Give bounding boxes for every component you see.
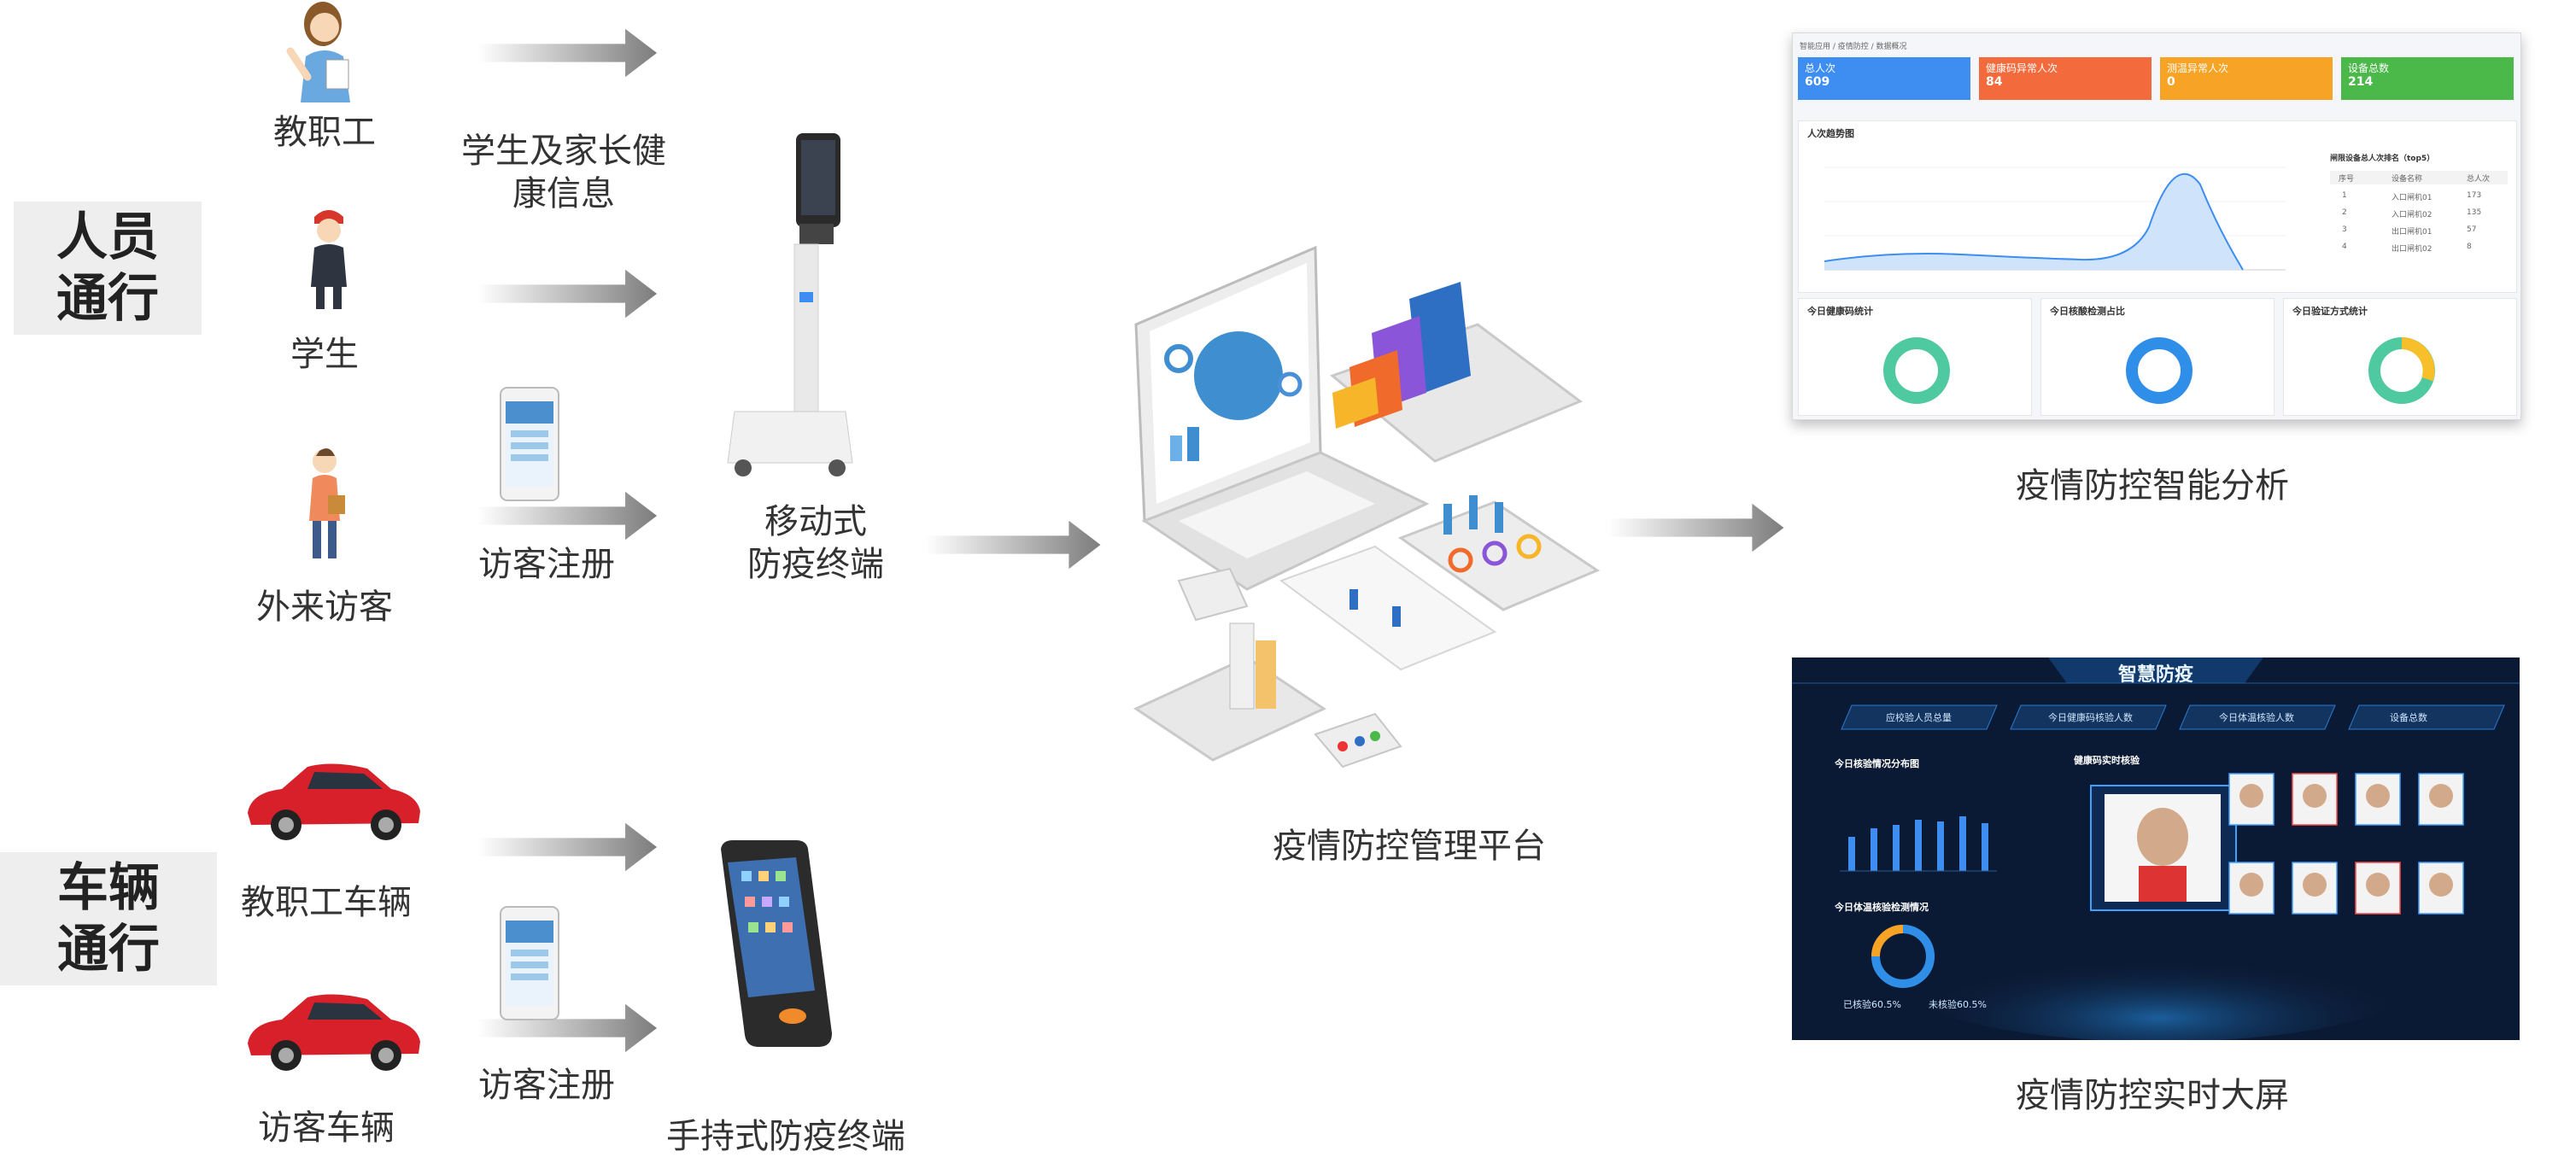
donut-title: 今日健康码统计 — [1807, 306, 1873, 317]
trend-chart — [1824, 167, 2286, 271]
legend-item: 未核验60.5% — [1929, 999, 1987, 1010]
arrow-to-outputs — [1608, 503, 1784, 552]
stat-label: 应校验人员总量 — [1886, 712, 1952, 723]
staff-person-icon — [286, 2, 350, 102]
staff-car-icon — [248, 763, 420, 840]
label-visitor-register-2: 访客注册 — [478, 1066, 615, 1105]
arrow-staff-car — [477, 822, 658, 872]
donut-title: 今日验证方式统计 — [2292, 306, 2368, 317]
label-visitor-car: 访客车辆 — [258, 1108, 395, 1148]
analysis-dashboard: 智能应用 / 疫情防控 / 数据概况 总人次 609 健康码异常人次 84 测温… — [1792, 32, 2521, 420]
stat-label: 今日体温核验人数 — [2219, 712, 2294, 723]
label-mobile-terminal: 移动式 防疫终端 — [747, 502, 884, 584]
top-title: 闸限设备总人次排名（top5） — [2330, 155, 2435, 163]
stat-label: 今日健康码核验人数 — [2048, 712, 2133, 723]
kpi-label: 测温异常人次 — [2167, 62, 2229, 74]
donut-chart — [2126, 337, 2193, 404]
cell-rank: 1 — [2342, 191, 2347, 200]
arrow-staff — [477, 28, 658, 78]
bigscreen-background — [1792, 658, 2520, 1040]
table-row: 3 出口闸机01 57 — [2330, 225, 2508, 237]
kpi-value: 214 — [2348, 75, 2374, 89]
platform-illustration — [1133, 245, 1601, 769]
cell-rank: 4 — [2342, 243, 2347, 251]
cell-count: 173 — [2467, 191, 2482, 200]
top-header-count: 总人次 — [2467, 175, 2491, 184]
cell-device: 出口闸机02 — [2392, 245, 2433, 254]
stat-label: 设备总数 — [2390, 712, 2427, 723]
label-handheld-terminal: 手持式防疫终端 — [666, 1117, 905, 1156]
cell-count: 8 — [2467, 243, 2472, 251]
table-row: 2 入口闸机02 135 — [2330, 208, 2508, 220]
cell-device: 出口闸机01 — [2392, 228, 2433, 237]
donut-title: 今日核酸检测占比 — [2050, 306, 2125, 317]
label-student: 学生 — [290, 335, 359, 374]
category-people-label: 人员 通行 — [56, 207, 159, 329]
label-bigscreen: 疫情防控实时大屏 — [2016, 1076, 2289, 1115]
cell-device: 入口闸机02 — [2392, 211, 2433, 219]
donut-chart — [2368, 337, 2435, 404]
kpi-label: 设备总数 — [2348, 62, 2390, 74]
donut-panel: 今日核酸检测占比 — [2040, 298, 2274, 416]
handheld-terminal-icon — [721, 840, 832, 1047]
visitor-car-icon — [248, 994, 420, 1071]
cell-count: 57 — [2467, 225, 2477, 234]
bigscreen-title: 智慧防疫 — [2117, 664, 2193, 686]
center-panel-title: 健康码实时核验 — [2074, 755, 2140, 766]
trend-title: 人次趋势图 — [1807, 128, 1854, 139]
arrow-to-platform — [925, 520, 1101, 570]
legend-item: 已核验60.5% — [1843, 999, 1901, 1010]
student-person-icon — [311, 210, 347, 309]
kpi-value: 609 — [1805, 75, 1830, 89]
visitor-person-icon — [309, 448, 345, 558]
left-panel-title-2: 今日体温核验检测情况 — [1835, 902, 1929, 913]
donut-panel: 今日验证方式统计 — [2283, 298, 2517, 416]
kpi-card: 总人次 609 — [1798, 57, 1970, 100]
donut-chart — [1883, 337, 1950, 404]
arrow-visitor — [477, 491, 658, 541]
label-platform: 疫情防控管理平台 — [1273, 827, 1546, 866]
realtime-bigscreen: 智慧防疫 应校验人员总量 今日健康码核验人数 今日体温核验人数 设备总数 今日核… — [1792, 658, 2520, 1040]
arrow-visitor-car — [477, 1003, 658, 1053]
kpi-label: 总人次 — [1805, 62, 1836, 74]
category-vehicles-label: 车辆 通行 — [57, 858, 160, 979]
mobile-terminal-icon — [727, 133, 853, 476]
table-row: 1 入口闸机01 173 — [2330, 191, 2508, 203]
arrow-student — [477, 269, 658, 319]
top-header-device: 设备名称 — [2392, 175, 2423, 184]
kpi-card: 测温异常人次 0 — [2160, 57, 2333, 100]
label-visitor: 外来访客 — [256, 587, 393, 627]
category-people: 人员 通行 — [14, 202, 202, 335]
category-vehicles: 车辆 通行 — [0, 852, 217, 985]
kpi-value: 84 — [1986, 75, 2003, 89]
phone-icon — [500, 906, 559, 1020]
top-header-rank: 序号 — [2339, 175, 2355, 184]
label-staff: 教职工 — [273, 113, 376, 152]
table-row: 4 出口闸机02 8 — [2330, 243, 2508, 254]
top-header: 序号 设备名称 总人次 — [2330, 171, 2508, 184]
label-health-info: 学生及家长健 康信息 — [461, 132, 666, 213]
label-analysis: 疫情防控智能分析 — [2016, 466, 2289, 506]
cell-rank: 2 — [2342, 208, 2347, 217]
kpi-label: 健康码异常人次 — [1986, 62, 2058, 74]
label-staff-car: 教职工车辆 — [241, 883, 412, 922]
cell-count: 135 — [2467, 208, 2482, 217]
cell-device: 入口闸机01 — [2392, 194, 2433, 202]
donut-panel: 今日健康码统计 — [1798, 298, 2032, 416]
kpi-value: 0 — [2167, 75, 2175, 89]
phone-icon — [500, 387, 559, 501]
dashboard-breadcrumb: 智能应用 / 疫情防控 / 数据概况 — [1800, 43, 1907, 51]
kpi-card: 健康码异常人次 84 — [1979, 57, 2152, 100]
label-visitor-register-1: 访客注册 — [478, 545, 615, 584]
cell-rank: 3 — [2342, 225, 2347, 234]
kpi-card: 设备总数 214 — [2341, 57, 2514, 100]
left-panel-title: 今日核验情况分布图 — [1835, 758, 1919, 769]
trend-panel: 人次趋势图 闸限设备总人次排名（top5） 序号 设备名称 总人次 1 入口闸机… — [1798, 120, 2517, 293]
